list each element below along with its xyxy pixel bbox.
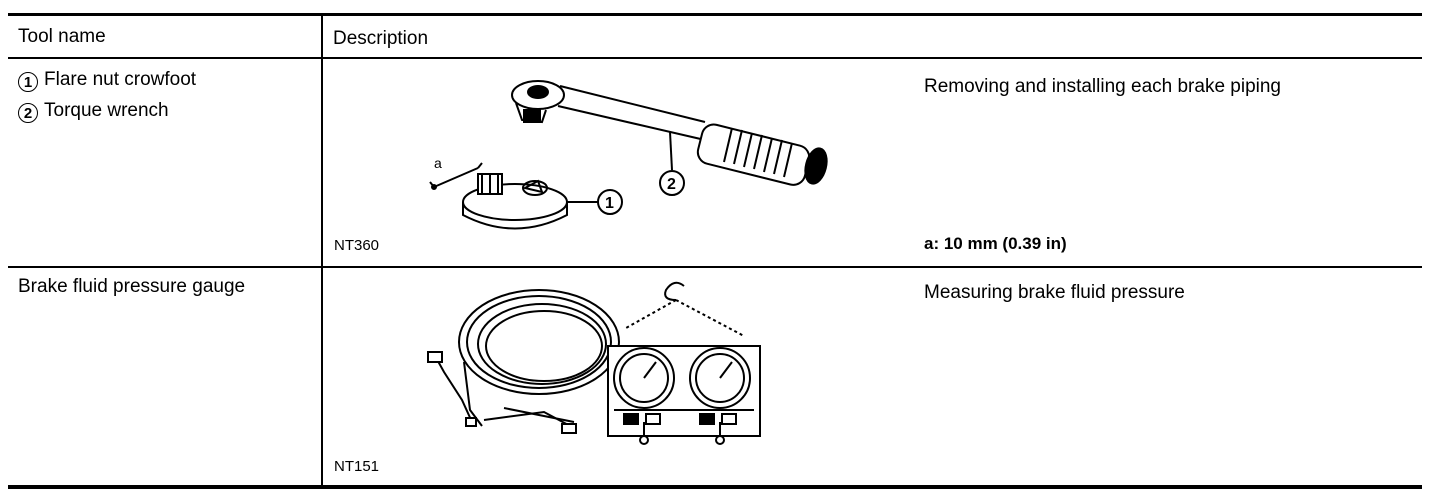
table-top-rule: [8, 13, 1422, 16]
tool-label: Torque wrench: [44, 100, 169, 121]
header-bottom-rule: [8, 57, 1422, 59]
description-text: Measuring brake fluid pressure: [924, 282, 1185, 303]
callout-label-2: 2: [667, 176, 676, 193]
dimension-label-a: a: [434, 155, 442, 171]
pressure-gauge-illustration: [427, 281, 761, 445]
figure-code-nt360: NT360: [334, 237, 380, 254]
table-bottom-rule: [8, 485, 1422, 489]
callout-number: 1: [18, 72, 38, 92]
header-tool-name: Tool name: [18, 26, 106, 47]
tool-name-brake-fluid-pressure-gauge: Brake fluid pressure gauge: [18, 276, 246, 297]
header-description: Description: [333, 28, 429, 49]
figure-code-nt151: NT151: [334, 458, 380, 475]
column-divider: [321, 15, 323, 487]
callout-label-1: 1: [605, 195, 614, 212]
tool-item-torque-wrench: 2 Torque wrench: [18, 100, 169, 123]
tool-item-flare-nut-crowfoot: 1 Flare nut crowfoot: [18, 69, 196, 92]
torque-wrench-illustration: a 1 2: [429, 80, 828, 230]
description-text: Removing and installing each brake pipin…: [924, 76, 1282, 97]
callout-number: 2: [18, 103, 38, 123]
row-divider: [8, 266, 1422, 268]
dimension-note: a: 10 mm (0.39 in): [924, 234, 1067, 253]
tool-label: Flare nut crowfoot: [44, 69, 197, 90]
